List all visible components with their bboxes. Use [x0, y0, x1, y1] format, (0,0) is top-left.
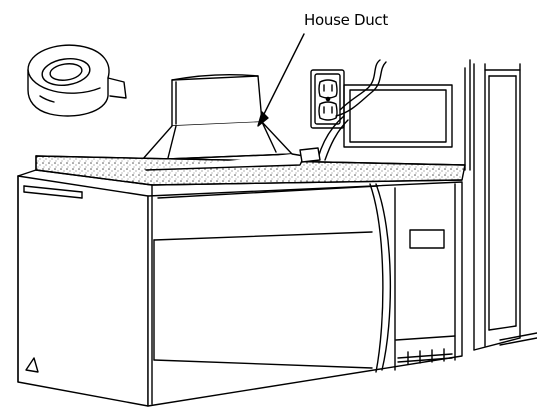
house-duct-label: House Duct	[304, 11, 388, 29]
control-panel	[394, 183, 456, 371]
power-cord	[317, 59, 387, 161]
countertop	[35, 147, 466, 197]
microwave-door	[153, 183, 392, 373]
house-duct-arrow	[257, 33, 305, 127]
display-window	[409, 229, 445, 249]
house-duct	[141, 73, 293, 161]
duct-tape-roll-icon	[27, 44, 127, 117]
cabinet-frame	[464, 59, 537, 351]
electrical-outlet-icon	[310, 69, 345, 129]
